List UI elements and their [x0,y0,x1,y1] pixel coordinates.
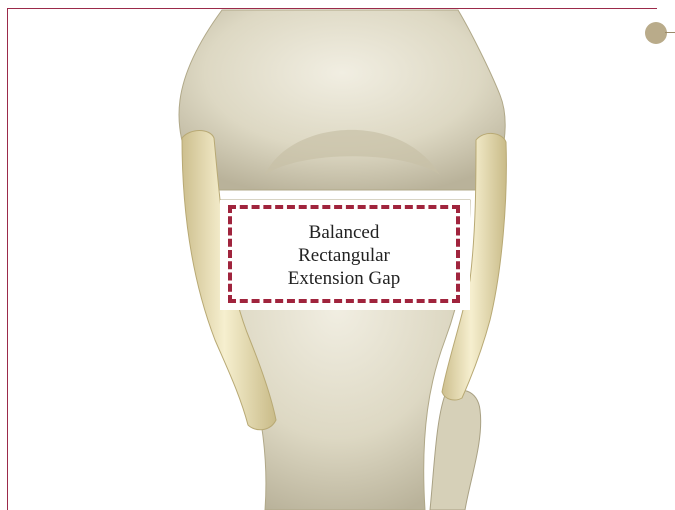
gap-label-line-3: Extension Gap [228,267,460,290]
frame-border-left [7,8,8,510]
gap-label-line-1: Balanced [228,221,460,244]
gap-label-line-2: Rectangular [228,244,460,267]
extension-gap-label: Balanced Rectangular Extension Gap [228,221,460,290]
corner-bullet-line [665,32,675,33]
corner-bullet-icon [645,22,667,44]
fibula-bone [430,390,481,510]
femur-bone [179,10,505,190]
frame-border-top [7,8,657,9]
